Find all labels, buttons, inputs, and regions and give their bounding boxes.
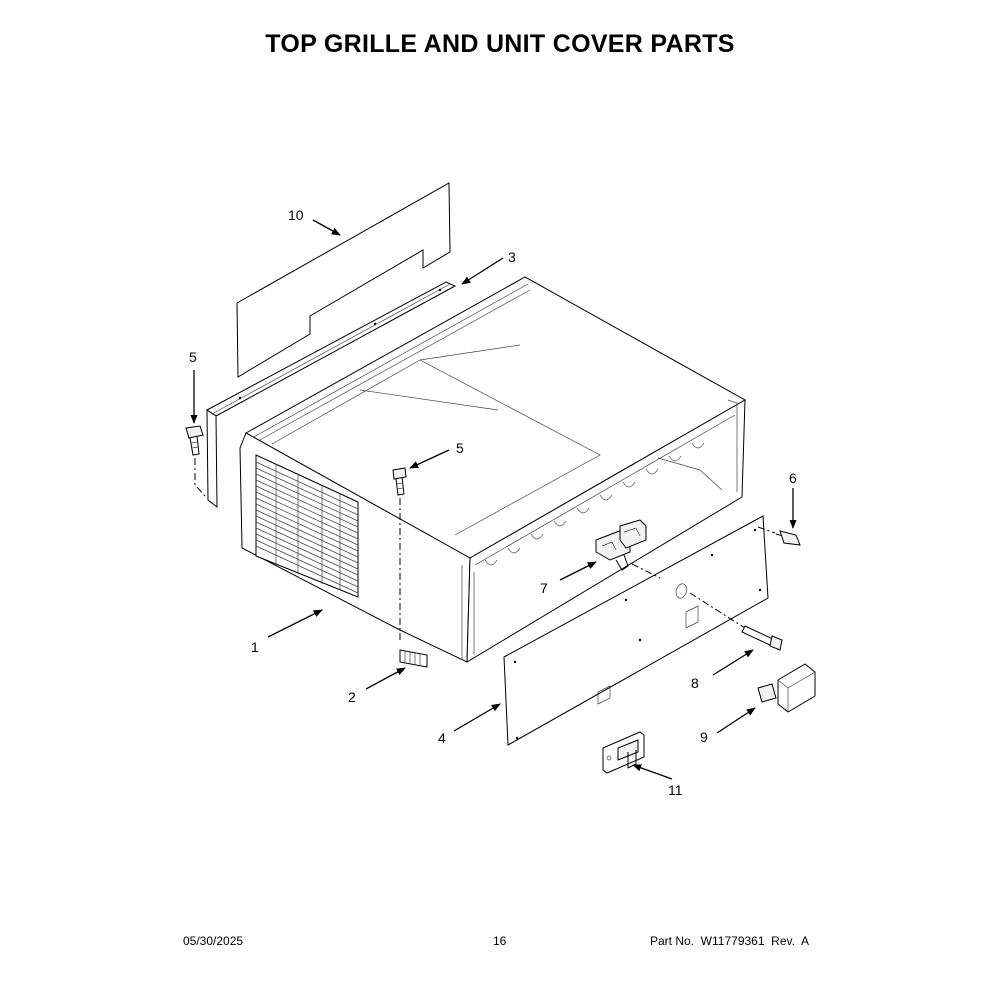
part-3-rail	[206, 281, 457, 509]
footer-page-number: 16	[493, 934, 507, 948]
louver-grille	[255, 454, 359, 598]
part-9-knob	[757, 663, 816, 713]
callout-4: 4	[438, 730, 446, 746]
part-7-bracket	[595, 519, 661, 579]
callout-5-left: 5	[189, 349, 197, 365]
leader-arrows	[190, 219, 797, 780]
callout-6: 6	[789, 470, 797, 486]
callout-7: 7	[540, 580, 548, 596]
footer-date: 05/30/2025	[183, 934, 244, 948]
part-2-block	[399, 649, 428, 668]
part-10-panel	[236, 182, 451, 378]
part-5-screw-left	[185, 425, 207, 498]
part-11-latch	[602, 731, 645, 774]
page-title: TOP GRILLE AND UNIT COVER PARTS	[265, 30, 735, 58]
part-8-shaft	[689, 592, 783, 651]
part-4-access-panel	[503, 515, 769, 746]
callout-5-center: 5	[456, 440, 464, 456]
callout-9: 9	[700, 729, 708, 745]
footer-part-number: Part No. W11779361 Rev. A	[650, 934, 809, 948]
callout-1: 1	[251, 639, 259, 655]
part-1-unit-cover	[239, 276, 747, 663]
part-5-screw-center	[392, 467, 407, 640]
callout-2: 2	[348, 689, 356, 705]
callout-3: 3	[508, 249, 516, 265]
callout-11: 11	[668, 782, 683, 798]
part-6-screw-right	[757, 526, 801, 546]
callout-10: 10	[288, 207, 304, 223]
callout-8: 8	[691, 675, 699, 691]
